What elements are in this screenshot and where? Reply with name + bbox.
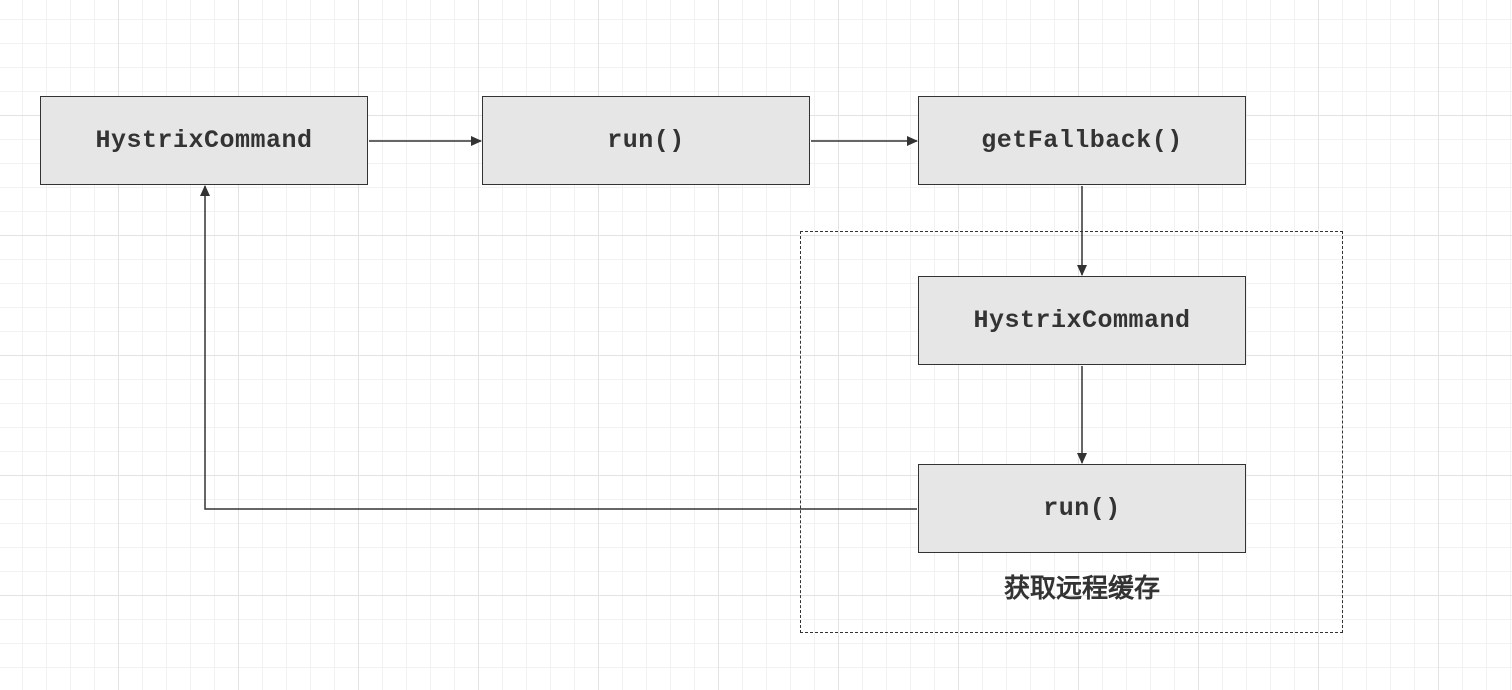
- group-label: 获取远程缓存: [1003, 574, 1160, 604]
- node-fallback-hystrix-command: HystrixCommand: [918, 276, 1246, 365]
- node-label: run(): [1043, 494, 1121, 523]
- node-label: HystrixCommand: [95, 126, 313, 155]
- node-fallback-run: run(): [918, 464, 1246, 553]
- node-label: getFallback(): [981, 126, 1183, 155]
- edge-run-fallback-to-hystrix-main: [200, 185, 917, 510]
- node-hystrix-command: HystrixCommand: [40, 96, 368, 185]
- node-label: run(): [607, 126, 685, 155]
- fallback-group-container: [800, 231, 1343, 633]
- node-label: HystrixCommand: [973, 306, 1191, 335]
- node-get-fallback: getFallback(): [918, 96, 1246, 185]
- node-run: run(): [482, 96, 810, 185]
